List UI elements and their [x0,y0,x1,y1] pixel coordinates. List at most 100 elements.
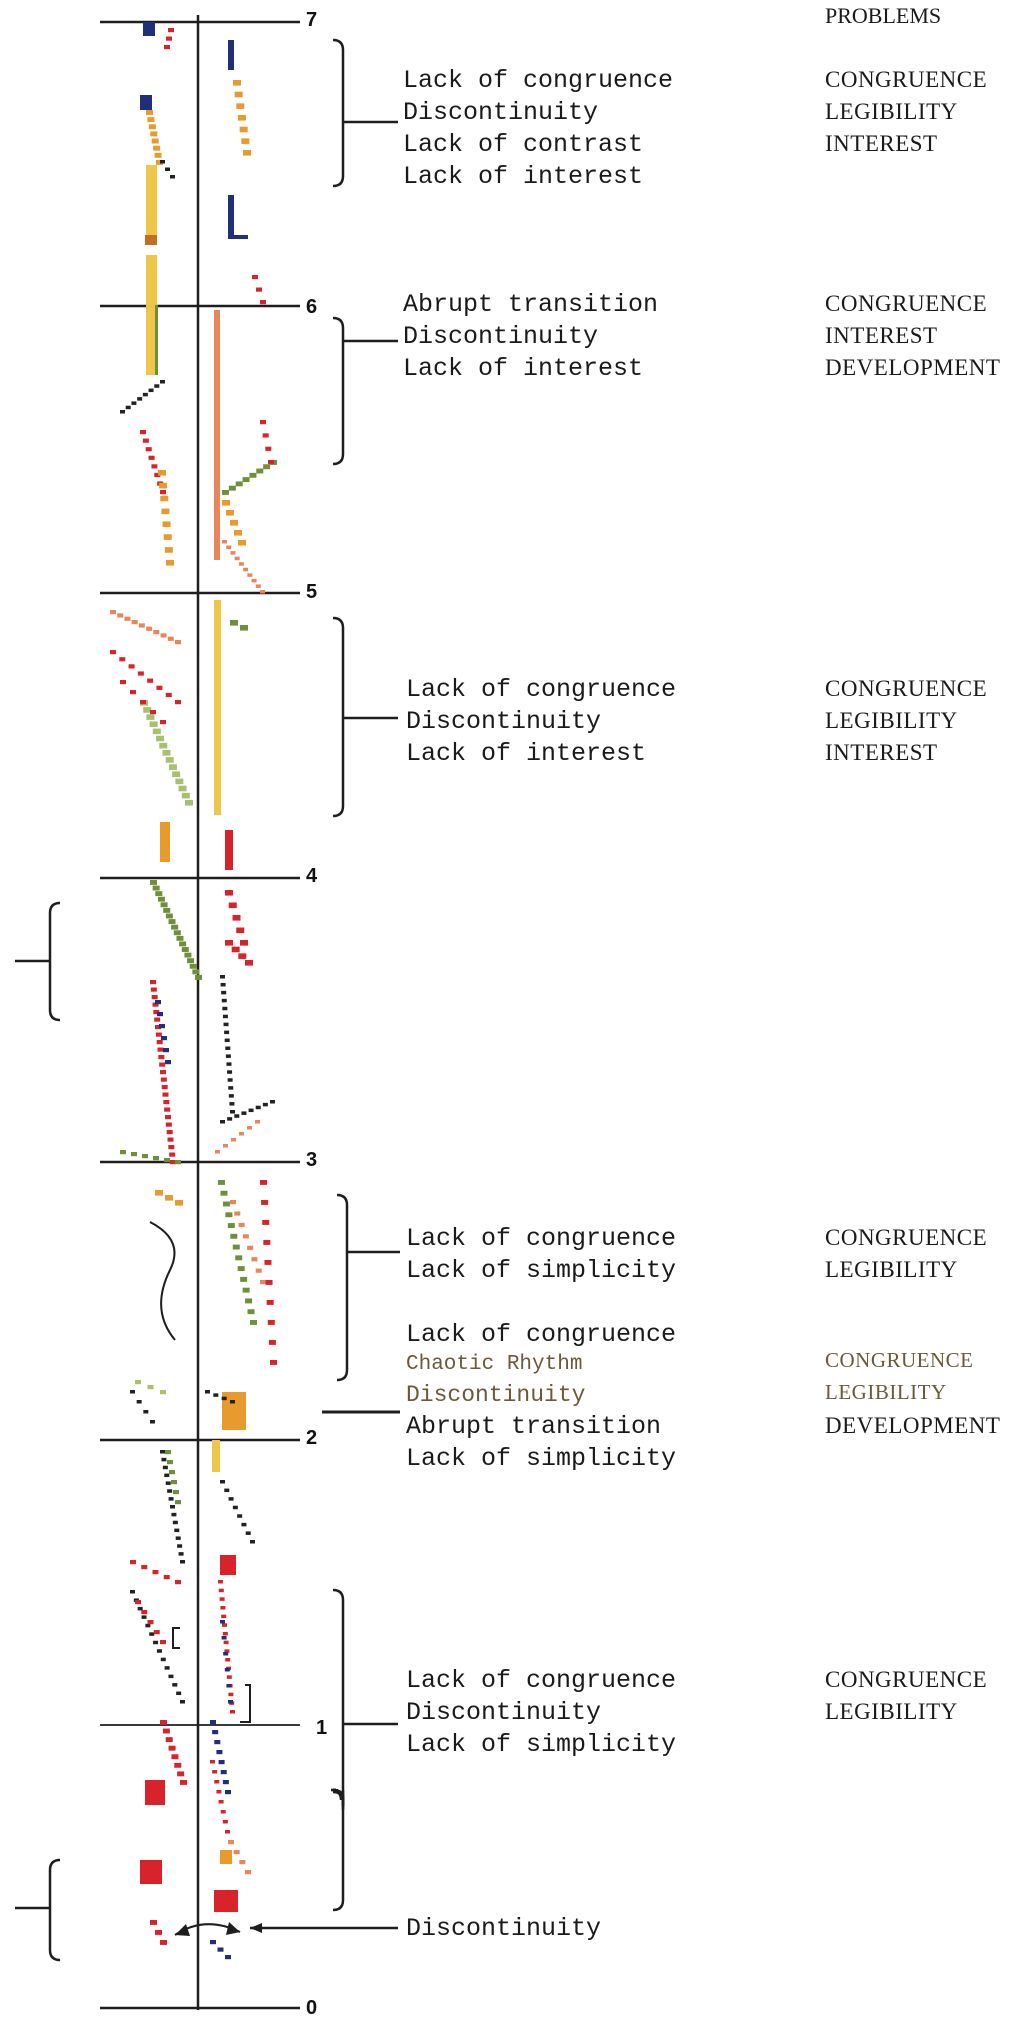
dot-mark [222,1632,228,1636]
dot-mark [120,680,126,685]
dot-mark [156,1649,162,1653]
dot-mark [228,1700,233,1704]
dot-mark [225,1046,231,1050]
dot-mark [230,1400,235,1404]
issue-text: Lack of congruence [403,66,674,95]
dot-mark [230,520,238,526]
dot-mark [167,1489,173,1493]
dot-mark [160,1077,167,1082]
dot-mark [230,1233,238,1239]
dot-mark [228,1692,234,1697]
bar-mark [145,1780,165,1805]
issue-text: Lack of congruence [406,1224,677,1253]
dot-mark [192,969,200,975]
dot-mark [164,1107,171,1112]
dot-mark [167,1460,173,1465]
dot-mark [247,1309,255,1315]
dot-mark [252,275,258,280]
dot-mark [214,1740,221,1745]
dot-mark [229,1102,235,1106]
dot-mark [120,1150,126,1155]
dot-mark [230,620,238,626]
dot-mark [163,1100,170,1105]
dot-mark [148,124,156,130]
dot-mark [164,1473,170,1478]
dot-mark [153,1640,159,1645]
dot-mark [218,1180,225,1185]
dot-mark [262,1102,268,1107]
dot-mark [247,573,253,577]
dot-mark [223,1144,228,1148]
dot-mark [217,1947,224,1952]
dot-mark [223,1652,229,1656]
dot-mark [267,1320,275,1325]
dot-mark [160,1720,167,1725]
issue-text: Lack of simplicity [406,1444,677,1473]
category-text: LEGIBILITY [825,708,958,733]
scale-label-1: 1 [316,1717,328,1739]
issue-text: Lack of simplicity [406,1730,677,1759]
dot-mark [164,45,170,50]
dot-mark [164,547,173,553]
dot-mark [140,700,146,705]
dot-mark [236,103,245,109]
dot-mark [151,995,158,1000]
dot-mark [230,1200,236,1205]
dot-mark [263,464,271,470]
dot-mark [233,80,241,86]
dot-mark [221,1636,227,1640]
dot-mark [228,485,236,491]
dot-mark [239,1132,244,1136]
dot-mark [240,625,248,631]
bar-mark [146,255,157,375]
dot-mark [220,982,226,987]
dot-mark [228,1840,234,1845]
dot-mark [232,1505,238,1510]
dot-mark [228,1086,234,1090]
dot-mark [218,1580,223,1584]
dot-mark [152,1002,159,1007]
scale-label-6: 6 [306,296,318,318]
dot-mark [241,138,250,144]
dot-mark [117,613,124,618]
left-bracket-upper [15,901,61,1022]
dot-mark [268,460,274,465]
bracket-group-4 [336,1193,400,1382]
dot-mark [224,1488,230,1493]
dot-mark [225,1830,230,1834]
dot-mark [268,1340,276,1345]
dot-mark [260,1280,266,1285]
dot-mark [150,980,156,985]
issue-text: Lack of congruence [406,675,677,704]
dot-mark [160,1070,166,1075]
dot-mark [165,1115,171,1120]
dot-mark [165,757,174,763]
dot-mark [149,721,158,728]
dot-mark [220,1190,228,1196]
issue-text: Discontinuity [406,1382,586,1408]
dot-mark [226,1062,232,1066]
dot-mark [110,650,116,655]
dot-mark [166,1130,173,1135]
dot-mark [255,584,261,588]
dot-mark [131,620,138,625]
dot-mark [216,1750,223,1755]
dot-mark [169,1152,176,1157]
dot-mark [160,1390,166,1395]
dot-mark [149,1632,155,1636]
navy-mark [228,235,248,239]
dot-mark [124,616,131,621]
bar-mark [155,305,158,375]
category-text: DEVELOPMENT [825,355,1001,380]
navy-mark [228,40,234,70]
bar-mark [212,1440,220,1472]
bracket-group-3 [332,616,398,818]
dot-mark [228,1497,234,1501]
small-bracket-near-1 [240,1684,251,1723]
dot-mark [228,902,237,909]
dot-mark [161,1085,168,1090]
dot-mark [212,1730,219,1735]
dot-mark [171,1754,179,1760]
dot-mark [266,1300,274,1305]
dot-mark [177,1544,183,1548]
